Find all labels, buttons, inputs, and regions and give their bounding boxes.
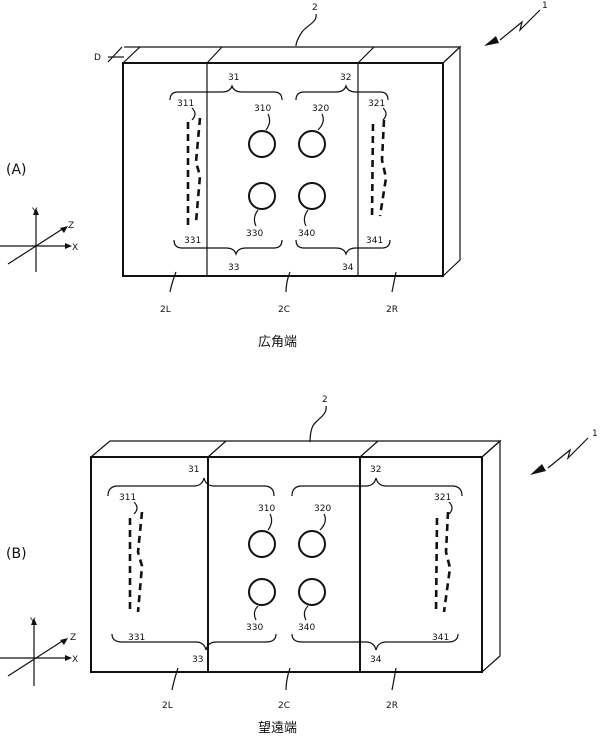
mic-array-right-b: [434, 517, 439, 615]
brace-34-a: [295, 239, 391, 256]
camera-310-b: [248, 530, 276, 558]
camera-320-b: [298, 530, 326, 558]
camera-320-a: [298, 130, 326, 158]
axis-y-label-b: Y: [29, 617, 36, 627]
label-2l-b: 2L: [162, 701, 173, 711]
brace-31-a: [169, 84, 283, 101]
label-321-b: 321: [434, 493, 451, 503]
device-label-a: 1: [542, 1, 548, 11]
axis-x-label-b: X: [72, 655, 78, 665]
label-310-a: 310: [254, 104, 271, 114]
panel-label-a: (A): [6, 162, 27, 178]
brace-31-b: [107, 477, 275, 497]
housing-top-face-b: [89, 440, 502, 458]
caption-a: 広角端: [258, 335, 297, 350]
figure-b: (B) 2 1 31 32 311 321: [0, 395, 598, 736]
camera-330-b: [248, 578, 276, 606]
group-33-label-b: 33: [192, 655, 203, 665]
label-341-b: 341: [432, 633, 449, 643]
label-2r-b: 2R: [386, 701, 398, 711]
group-32-label-b: 32: [370, 465, 381, 475]
label-320-b: 320: [314, 504, 331, 514]
axis-x-label-a: X: [72, 243, 78, 253]
label-311-a: 311: [177, 99, 194, 109]
caption-b: 望遠端: [258, 720, 297, 736]
camera-340-a: [298, 182, 326, 210]
brace-34-b: [291, 633, 459, 651]
label-2l-a: 2L: [160, 305, 171, 315]
label-320-a: 320: [312, 104, 329, 114]
housing-label-a: 2: [312, 3, 318, 13]
group-34-label-a: 34: [342, 263, 354, 273]
figure-a: (A) D 2 1 31 32 311: [0, 1, 548, 350]
brace-33-b: [111, 633, 277, 651]
label-330-b: 330: [246, 623, 263, 633]
axis-glyph-b: Y X Z: [0, 617, 78, 686]
group-31-label-a: 31: [228, 73, 239, 83]
label-341-a: 341: [366, 236, 383, 246]
depth-label: D: [94, 53, 101, 63]
label-2r-a: 2R: [386, 305, 398, 315]
group-34-label-b: 34: [370, 655, 382, 665]
label-340-a: 340: [298, 229, 315, 239]
housing-label-b: 2: [322, 395, 328, 405]
label-330-a: 330: [246, 229, 263, 239]
axis-z-label-b: Z: [70, 633, 76, 643]
label-2c-b: 2C: [278, 701, 290, 711]
mic-array-right-a: [370, 123, 375, 221]
label-321-a: 321: [368, 99, 385, 109]
label-310-b: 310: [258, 504, 275, 514]
axis-y-label-a: Y: [31, 207, 38, 217]
housing-front-a: [122, 62, 444, 277]
axis-z-label-a: Z: [68, 221, 74, 231]
label-2c-a: 2C: [278, 305, 290, 315]
group-31-label-b: 31: [188, 465, 199, 475]
panel-label-b: (B): [6, 546, 27, 562]
group-32-label-a: 32: [340, 73, 351, 83]
label-331-b: 331: [128, 633, 145, 643]
camera-340-b: [298, 578, 326, 606]
label-331-a: 331: [184, 236, 201, 246]
device-label-b: 1: [592, 429, 598, 439]
brace-32-a: [295, 84, 389, 101]
group-33-label-a: 33: [228, 263, 239, 273]
camera-330-a: [248, 182, 276, 210]
brace-32-b: [291, 477, 463, 497]
camera-310-a: [248, 130, 276, 158]
label-311-b: 311: [119, 493, 136, 503]
label-340-b: 340: [298, 623, 315, 633]
brace-33-a: [173, 239, 283, 256]
housing-side-face-a: [442, 45, 461, 278]
housing-side-face-b: [481, 439, 501, 674]
housing-top-face-a: [121, 46, 462, 64]
axis-glyph-a: Y X Z: [0, 207, 78, 272]
housing-front-b: [90, 456, 483, 673]
